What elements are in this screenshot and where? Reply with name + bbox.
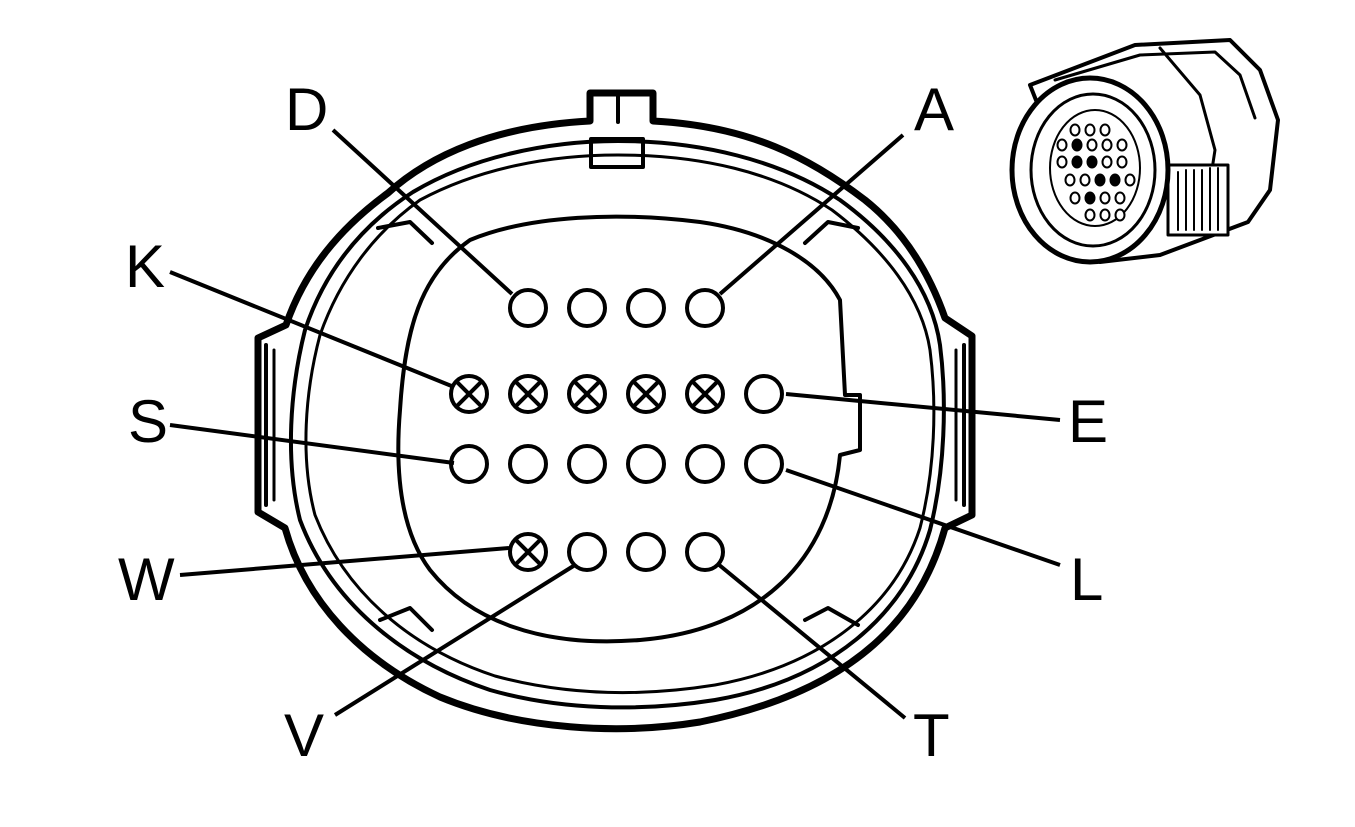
isometric-pin [1071, 138, 1083, 152]
isometric-pin [1056, 138, 1068, 152]
cavity-open [508, 444, 548, 484]
pin-label-V: V [284, 702, 324, 769]
isometric-body-top-detail [1053, 50, 1257, 120]
cavity-plugged [508, 374, 548, 414]
connector-housing [254, 89, 976, 733]
isometric-pin [1084, 123, 1096, 137]
isometric-pin [1114, 208, 1126, 222]
terminal-face [396, 214, 862, 644]
cavity-open [567, 444, 607, 484]
connector-isometric-view [1009, 38, 1280, 265]
pin-label-D: D [285, 76, 328, 143]
isometric-pin [1101, 155, 1113, 169]
pin-label-L: L [1070, 546, 1103, 613]
cavity-open [567, 288, 607, 328]
cavity-plugged [626, 374, 666, 414]
pin-label-A: A [914, 76, 954, 143]
cavity-open [626, 532, 666, 572]
keying-notch-bottom-left [378, 606, 434, 632]
cavity-open [685, 532, 725, 572]
cavity-plugged [567, 374, 607, 414]
isometric-pin [1099, 191, 1111, 205]
isometric-pin [1086, 138, 1098, 152]
isometric-pin [1116, 155, 1128, 169]
leader-line-V [333, 563, 577, 717]
isometric-pin [1101, 138, 1113, 152]
cavity-open [685, 444, 725, 484]
housing-top-latch [589, 137, 645, 169]
isometric-pin [1086, 155, 1098, 169]
housing-inner-shell [288, 139, 946, 710]
isometric-pin [1116, 138, 1128, 152]
isometric-pin [1124, 173, 1136, 187]
cavity-open [567, 532, 607, 572]
isometric-pin [1094, 173, 1106, 187]
cavity-open [626, 444, 666, 484]
isometric-pin [1084, 208, 1096, 222]
cavity-open [449, 444, 489, 484]
cavity-grid [449, 288, 784, 572]
isometric-pin [1079, 173, 1091, 187]
isometric-terminal-face [1049, 109, 1141, 227]
pin-label-S: S [128, 388, 168, 455]
isometric-front-face-inner [1029, 92, 1157, 248]
isometric-pin [1056, 155, 1068, 169]
isometric-pin [1099, 123, 1111, 137]
cavity-open [744, 374, 784, 414]
isometric-pin [1071, 155, 1083, 169]
keying-notch-top-left [376, 220, 434, 245]
leader-lines [169, 128, 1061, 720]
leader-line-A [718, 133, 905, 296]
isometric-pin [1109, 173, 1121, 187]
isometric-pin [1069, 191, 1081, 205]
leader-line-W [179, 546, 510, 577]
cavity-open [508, 288, 548, 328]
cavity-plugged [685, 374, 725, 414]
isometric-latch-ribs [1177, 167, 1219, 231]
pin-label-E: E [1068, 388, 1108, 455]
isometric-pin [1114, 191, 1126, 205]
leader-line-K [169, 270, 455, 389]
leader-line-S [169, 423, 455, 465]
isometric-body [1028, 38, 1280, 264]
pin-label-T: T [913, 702, 950, 769]
leader-line-L [785, 468, 1061, 567]
isometric-pin-grid [1056, 123, 1136, 222]
cavity-plugged [449, 374, 489, 414]
leader-line-T [716, 562, 907, 720]
isometric-pin [1064, 173, 1076, 187]
keying-notch-top-right [803, 220, 860, 245]
cavity-plugged [508, 532, 548, 572]
isometric-pin [1084, 191, 1096, 205]
leader-line-E [785, 392, 1061, 422]
isometric-pin [1069, 123, 1081, 137]
keying-notch-bottom-right [803, 606, 860, 627]
pin-label-W: W [118, 546, 175, 613]
housing-outer-shell [254, 89, 976, 733]
housing-inner-shell-2 [304, 153, 936, 694]
pin-labels: D A K E S L W V T [118, 76, 1108, 769]
isometric-pin [1099, 208, 1111, 222]
pin-label-K: K [125, 233, 165, 300]
cavity-open [685, 288, 725, 328]
isometric-front-face-outer [1009, 75, 1171, 265]
leader-line-D [331, 128, 514, 296]
cavity-open [626, 288, 666, 328]
cavity-open [744, 444, 784, 484]
